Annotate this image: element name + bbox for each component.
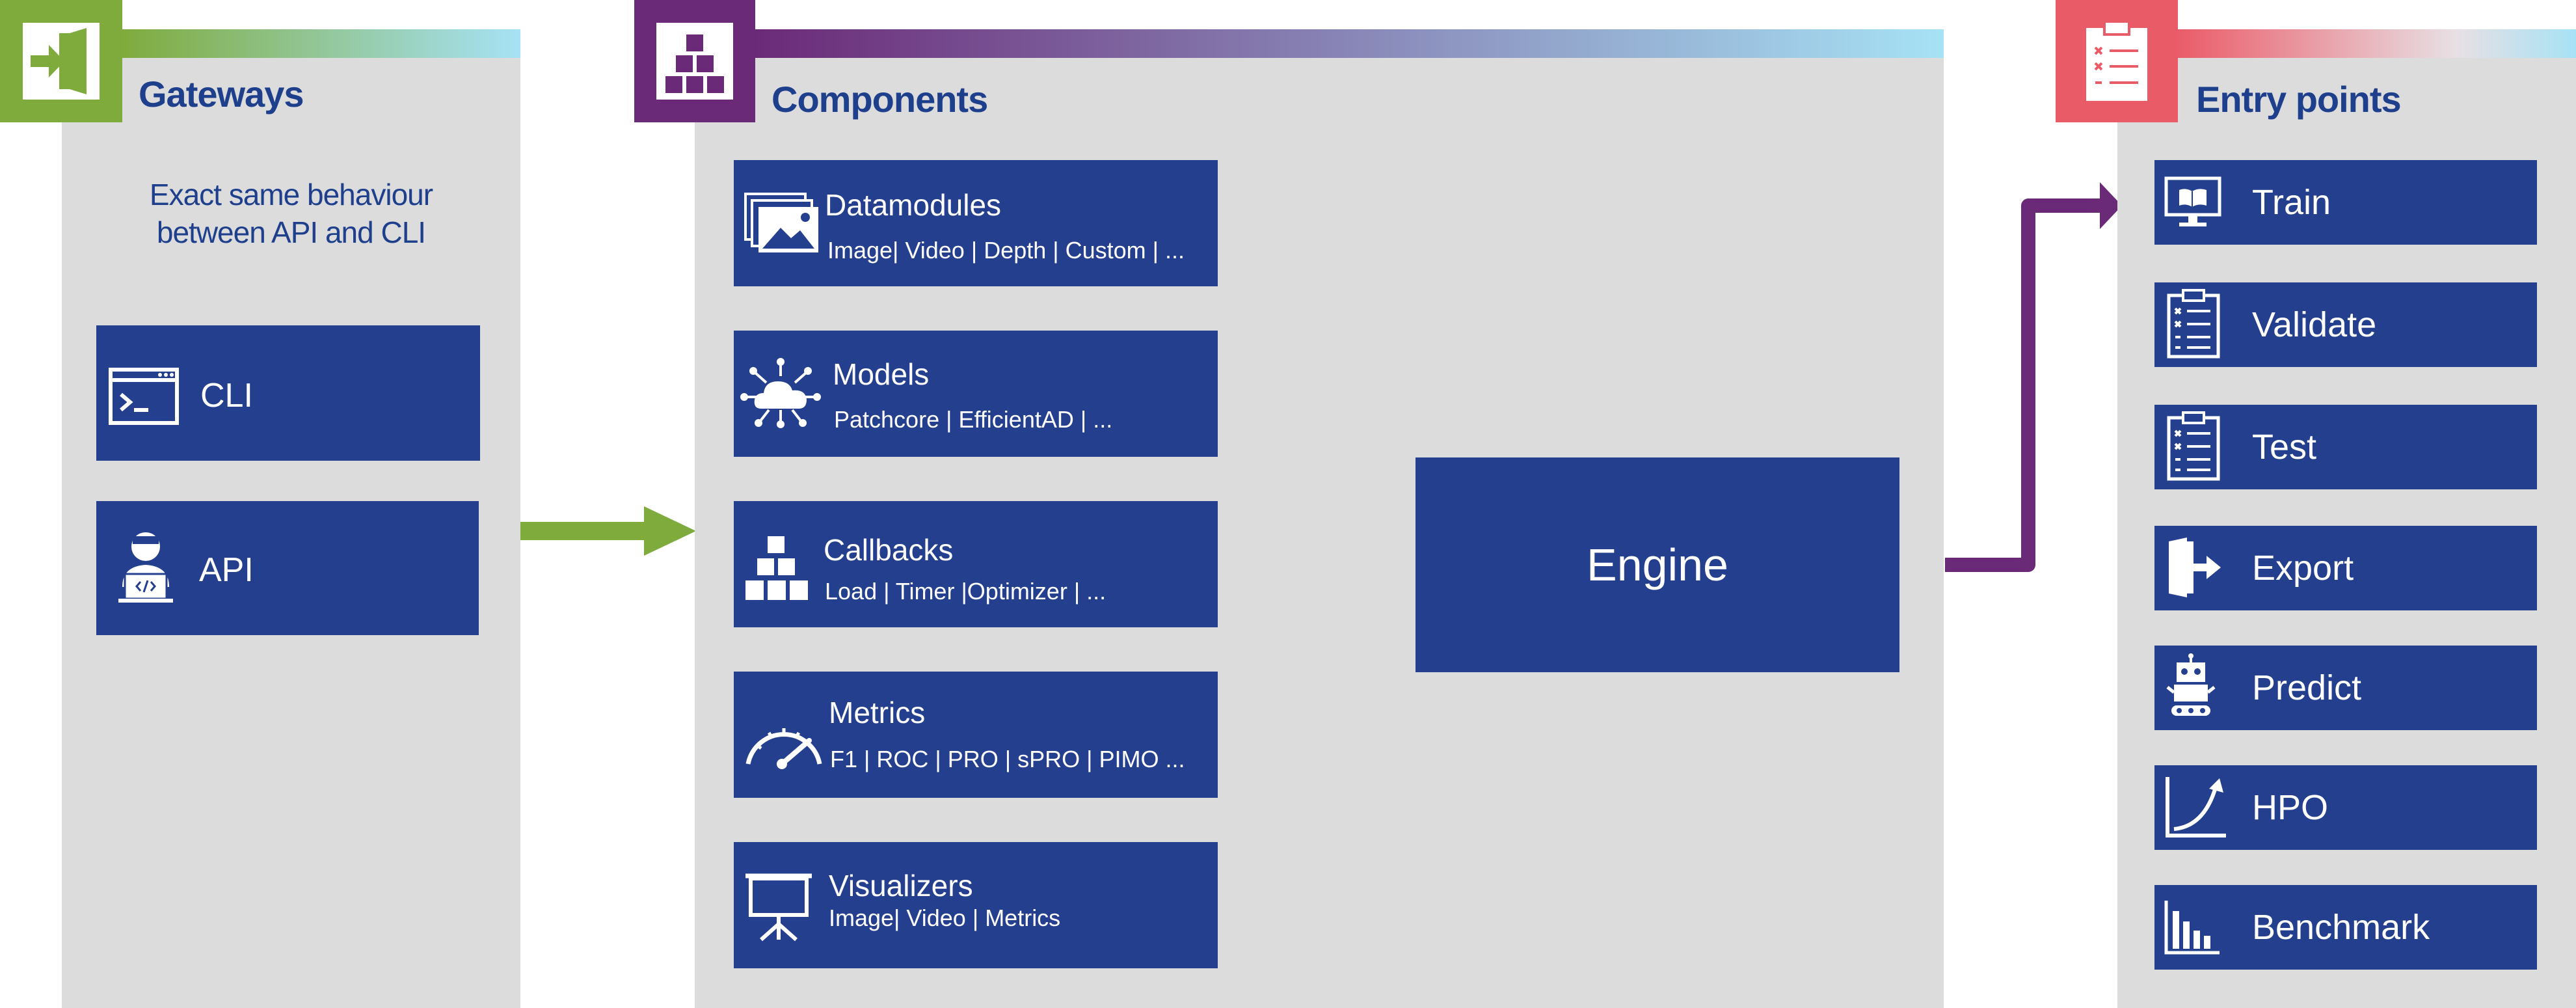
datamodules-subtitle: Image| Video | Depth | Custom | ... bbox=[827, 237, 1185, 264]
gateways-badge bbox=[0, 0, 122, 122]
developer-icon bbox=[118, 532, 173, 603]
gateway-arrow-head bbox=[644, 506, 696, 556]
exit-door-icon bbox=[2169, 538, 2221, 597]
cloud-network-icon bbox=[740, 358, 821, 428]
entry-train-label: Train bbox=[2252, 183, 2331, 222]
component-datamodules[interactable]: Datamodules Image| Video | Depth | Custo… bbox=[734, 160, 1218, 286]
gateways-description: Exact same behaviour between API and CLI bbox=[62, 176, 520, 251]
robot-icon bbox=[2166, 653, 2216, 716]
entry-benchmark[interactable]: Benchmark bbox=[2154, 885, 2537, 970]
entry-hpo-label: HPO bbox=[2252, 788, 2329, 827]
metrics-title: Metrics bbox=[829, 696, 926, 729]
entry-points-accent-bar bbox=[2176, 29, 2576, 58]
arrowhead-entry bbox=[2100, 182, 2122, 229]
clipboard-icon bbox=[2086, 20, 2147, 101]
entry-validate-label: Validate bbox=[2252, 305, 2377, 344]
gateways-description-line-2: between API and CLI bbox=[156, 215, 426, 249]
visualizers-subtitle: Image| Video | Metrics bbox=[829, 905, 1061, 931]
component-visualizers[interactable]: Visualizers Image| Video | Metrics bbox=[734, 842, 1218, 968]
callbacks-subtitle: Load | Timer |Optimizer | ... bbox=[825, 578, 1107, 605]
checklist-icon bbox=[2167, 411, 2220, 481]
metrics-subtitle: F1 | ROC | PRO | sPRO | PIMO ... bbox=[830, 746, 1185, 772]
datamodules-title: Datamodules bbox=[825, 188, 1002, 222]
components-badge bbox=[634, 0, 755, 122]
entry-hpo[interactable]: HPO bbox=[2154, 765, 2537, 850]
entry-train[interactable]: Train bbox=[2154, 160, 2537, 245]
entry-export-label: Export bbox=[2252, 549, 2354, 588]
entry-predict-label: Predict bbox=[2252, 668, 2362, 707]
connector-entry bbox=[1945, 198, 2104, 572]
component-metrics[interactable]: Metrics F1 | ROC | PRO | sPRO | PIMO ... bbox=[734, 672, 1218, 798]
boxes-icon bbox=[745, 536, 808, 600]
entry-test[interactable]: Test bbox=[2154, 405, 2537, 489]
images-icon bbox=[744, 193, 818, 252]
callbacks-title: Callbacks bbox=[824, 533, 954, 567]
component-callbacks[interactable]: Callbacks Load | Timer |Optimizer | ... bbox=[734, 501, 1218, 627]
models-subtitle: Patchcore | EfficientAD | ... bbox=[834, 406, 1113, 433]
entry-predict[interactable]: Predict bbox=[2154, 646, 2537, 730]
entry-export[interactable]: Export bbox=[2154, 526, 2537, 610]
gateway-cli-label: CLI bbox=[200, 377, 253, 415]
checklist-icon bbox=[2167, 289, 2220, 359]
gateway-arrow-shaft bbox=[520, 522, 649, 540]
growth-chart-icon bbox=[2166, 777, 2226, 838]
gateway-cli[interactable]: CLI bbox=[96, 325, 480, 461]
gateway-api[interactable]: API bbox=[96, 501, 479, 635]
gateways-title: Gateways bbox=[139, 74, 304, 115]
terminal-icon bbox=[109, 368, 179, 425]
boxes-stack-icon bbox=[656, 23, 733, 100]
component-models[interactable]: Models Patchcore | EfficientAD | ... bbox=[734, 331, 1218, 457]
visualizers-title: Visualizers bbox=[829, 869, 973, 903]
components-accent-bar bbox=[755, 29, 1944, 58]
gauge-icon bbox=[745, 728, 822, 769]
components-title: Components bbox=[771, 79, 988, 120]
engine-box[interactable]: Engine bbox=[1415, 457, 1899, 672]
entry-benchmark-label: Benchmark bbox=[2252, 908, 2430, 947]
gateways-description-line-1: Exact same behaviour bbox=[149, 178, 433, 211]
gateways-accent-bar bbox=[120, 29, 520, 58]
bar-chart-icon bbox=[2164, 901, 2220, 955]
entry-test-label: Test bbox=[2252, 428, 2317, 467]
entry-points-title: Entry points bbox=[2196, 79, 2402, 120]
entry-validate[interactable]: Validate bbox=[2154, 282, 2537, 367]
monitor-book-icon bbox=[2164, 176, 2221, 226]
models-title: Models bbox=[833, 357, 930, 391]
enter-door-icon bbox=[23, 23, 100, 100]
presentation-icon bbox=[745, 873, 812, 942]
engine-label: Engine bbox=[1587, 539, 1728, 590]
gateway-api-label: API bbox=[199, 551, 254, 589]
entry-points-badge bbox=[2056, 0, 2178, 122]
